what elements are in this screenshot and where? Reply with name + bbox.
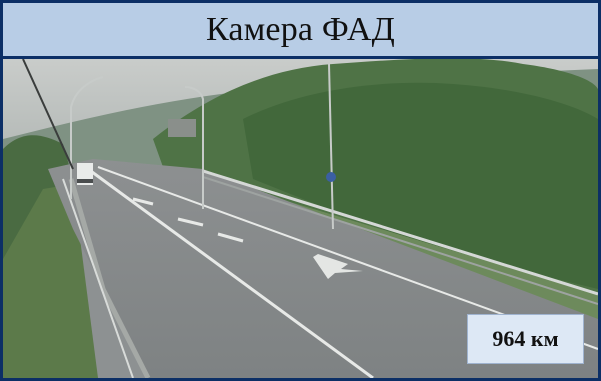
- road-arrow: [313, 254, 363, 279]
- left-barrier: [68, 178, 151, 378]
- page-title: Камера ФАД: [206, 10, 395, 48]
- lamp-posts: [70, 63, 334, 230]
- truck: [77, 163, 93, 185]
- km-marker: 964 км: [492, 326, 559, 351]
- camera-feed[interactable]: 964 км: [3, 59, 598, 378]
- road-sign: [326, 172, 336, 182]
- title-bar: Камера ФАД: [3, 3, 598, 59]
- edge-line: [87, 167, 374, 378]
- guard-rail: [202, 169, 598, 296]
- km-marker-badge: 964 км: [467, 314, 584, 364]
- lane-dashes: [132, 197, 244, 243]
- grass-left: [3, 184, 98, 378]
- overhead-wire: [22, 59, 74, 170]
- forest-right-shade: [243, 82, 598, 289]
- camera-scene: [3, 59, 598, 378]
- building: [168, 119, 196, 137]
